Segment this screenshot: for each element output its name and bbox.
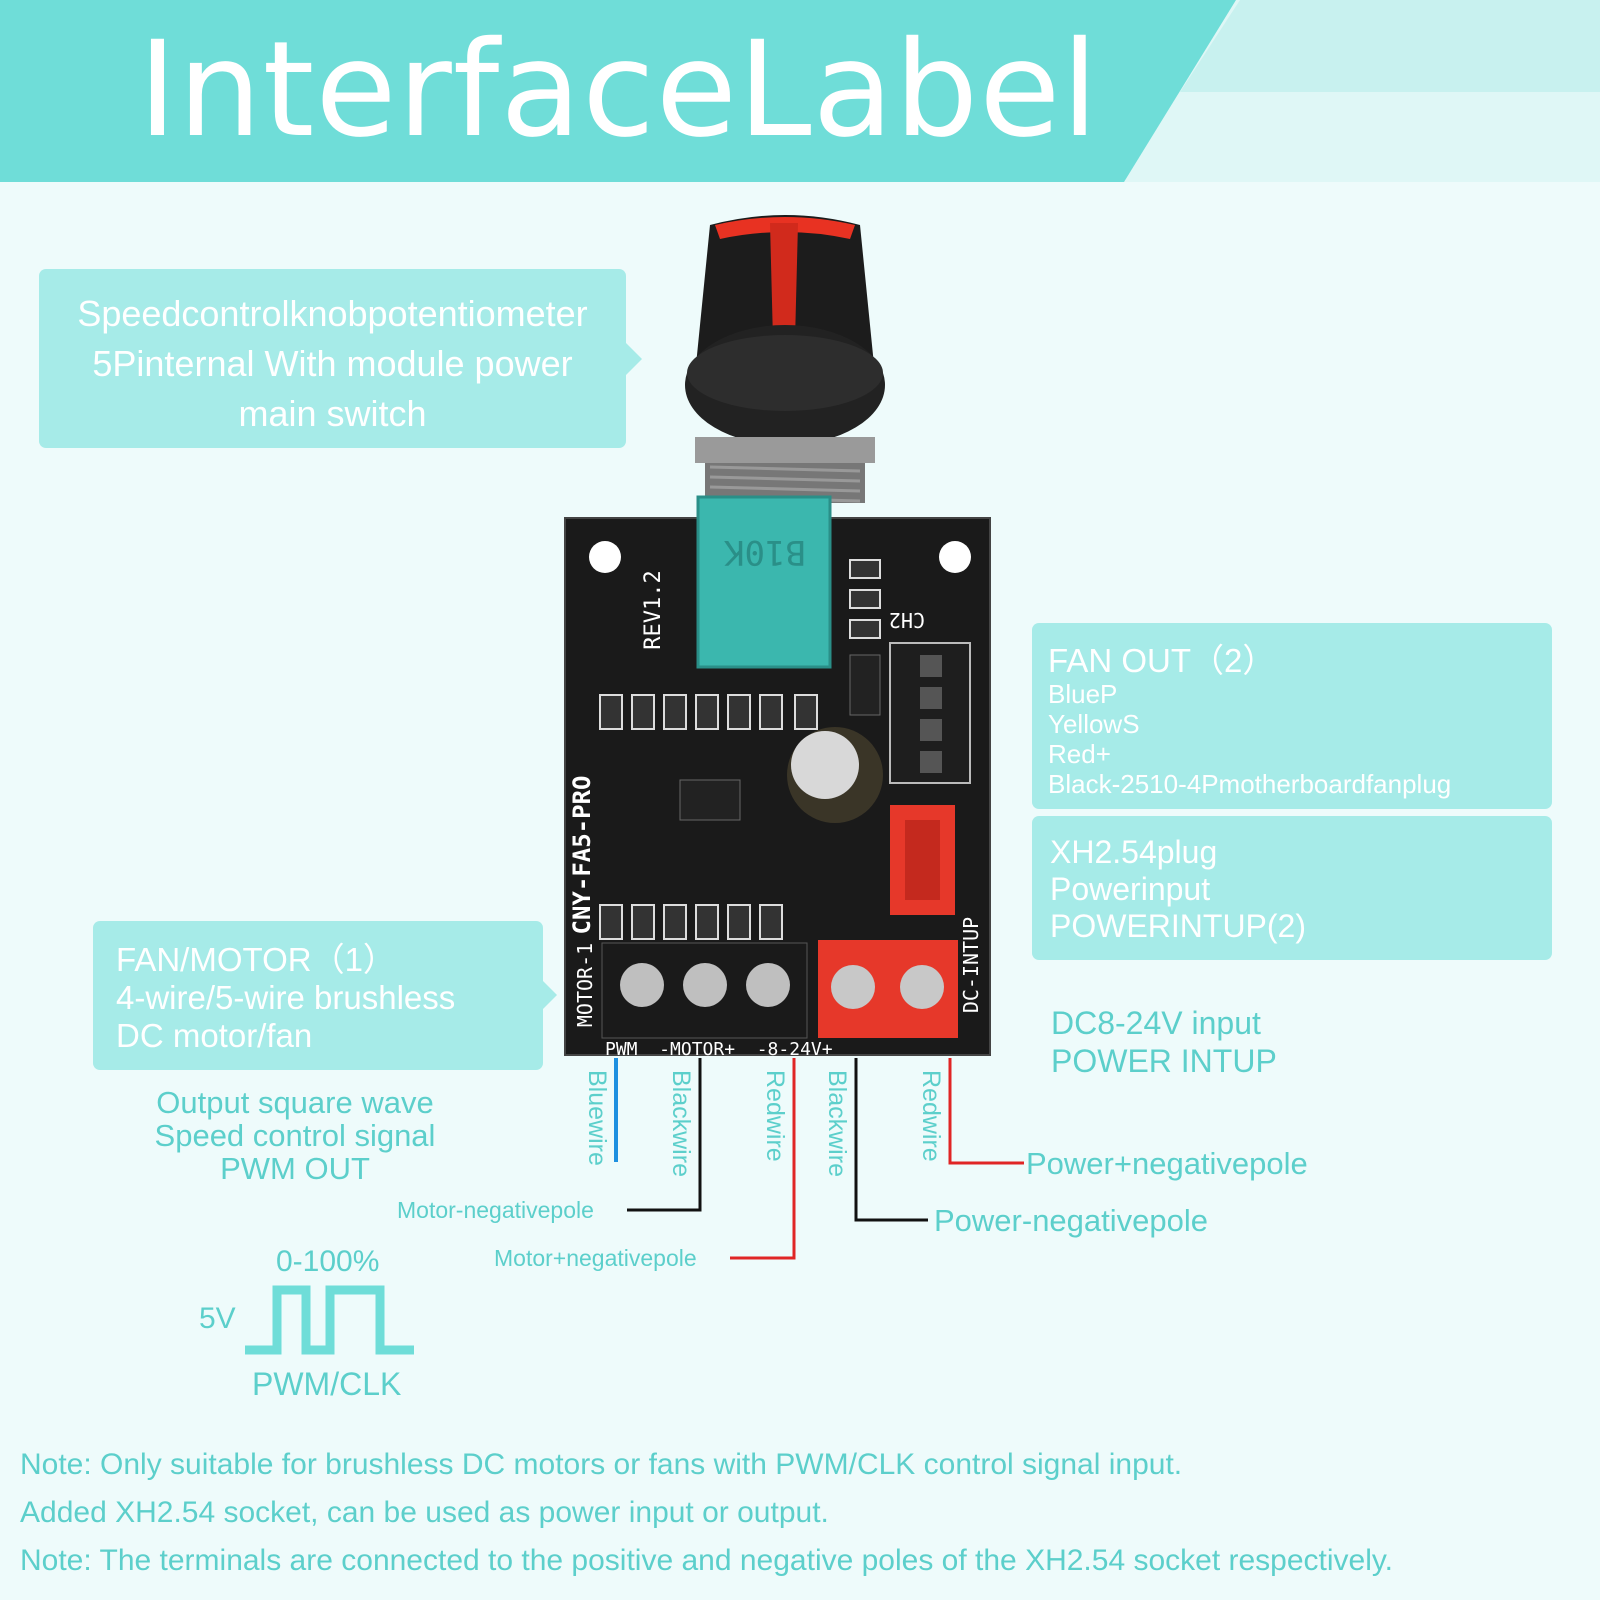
note-line: Added XH2.54 socket, can be used as powe… (20, 1496, 829, 1529)
ch2-label: CH2 (889, 608, 925, 632)
callout-xh-plug: XH2.54plug Powerinput POWERINTUP(2) (1032, 816, 1552, 960)
pwm-wave-icon (245, 1285, 414, 1355)
dc-input-line: POWER INTUP (1051, 1043, 1277, 1079)
callout-motor: FAN/MOTOR（1） 4-wire/5-wire brushless DC … (93, 921, 557, 1070)
fan-out-head: FAN OUT（2） (1048, 642, 1276, 679)
wire-label-red-motor: Redwire (761, 1070, 789, 1162)
pwm-clk-label: PWM/CLK (252, 1366, 402, 1402)
knob-line: main switch (238, 393, 427, 434)
motor-line: DC motor/fan (116, 1017, 313, 1054)
header-band (0, 0, 1600, 182)
xh-line: XH2.54plug (1050, 834, 1218, 870)
motor-line: FAN/MOTOR（1） (116, 941, 396, 978)
knob-line: 5Pinternal With module power (92, 343, 573, 384)
board-model: CNY-FA5-PRO (568, 776, 596, 935)
callout-fan-out: FAN OUT（2） BlueP YellowS Red+ Black-2510… (1032, 623, 1552, 809)
pwm-out-line: Output square wave (156, 1085, 434, 1120)
motor-minus-line (627, 1058, 702, 1212)
wire-label-red-power: Redwire (917, 1070, 945, 1162)
xh-line: Powerinput (1050, 871, 1211, 907)
fan-out-line: BlueP (1048, 679, 1118, 709)
notes: Note: Only suitable for brushless DC mot… (20, 1441, 1393, 1585)
board-side-right: DC-INTUP (959, 917, 983, 1013)
motor-minus-label: Motor-negativepole (397, 1197, 594, 1223)
callout-knob: Speedcontrolknobpotentiometer 5Pinternal… (39, 269, 642, 448)
terminal-label: PWM -MOTOR+ -8-24V+ (605, 1039, 833, 1060)
pwm-out-line: Speed control signal (154, 1118, 436, 1153)
motor-plus-label: Motor+negativepole (494, 1245, 697, 1271)
pot-marking: B10K (724, 532, 806, 572)
knob-line: Speedcontrolknobpotentiometer (77, 293, 588, 334)
motor-plus-line (730, 1058, 796, 1260)
board-rev: REV1.2 (641, 570, 666, 649)
motor-line: 4-wire/5-wire brushless (116, 979, 456, 1016)
dc-input-description: DC8-24V input POWER INTUP (1051, 1004, 1277, 1080)
pwm-percent: 0-100% (276, 1245, 380, 1278)
pwm-out-line: PWM OUT (220, 1151, 370, 1186)
note-line: Note: The terminals are connected to the… (20, 1544, 1394, 1577)
board-side-left: MOTOR-1 (573, 943, 597, 1027)
fan-out-line: Black-2510-4Pmotherboardfanplug (1048, 769, 1452, 799)
power-plus-line (948, 1058, 1024, 1165)
power-minus-label: Power-negativepole (934, 1203, 1209, 1238)
wire-label-blue: Bluewire (583, 1070, 611, 1166)
page-title: InterfaceLabel (138, 13, 1100, 167)
pwm-out-description: Output square wave Speed control signal … (120, 1086, 470, 1185)
dc-input-line: DC8-24V input (1051, 1005, 1261, 1041)
fan-out-line: Red+ (1048, 739, 1111, 769)
wire-label-black-power: Blackwire (823, 1070, 851, 1177)
wire-label-black-motor: Blackwire (667, 1070, 695, 1177)
pwm-controller-board: B10K CH2 CNY-FA5-PRO REV1.2 MOTOR-1 DC-I… (564, 215, 991, 1060)
pwm-voltage: 5V (199, 1302, 236, 1335)
power-minus-line (854, 1058, 928, 1222)
knob-icon (685, 215, 885, 503)
power-plus-label: Power+negativepole (1026, 1146, 1308, 1181)
fan-out-line: YellowS (1048, 709, 1140, 739)
note-line: Note: Only suitable for brushless DC mot… (20, 1448, 1183, 1481)
xh-line: POWERINTUP(2) (1050, 908, 1306, 944)
